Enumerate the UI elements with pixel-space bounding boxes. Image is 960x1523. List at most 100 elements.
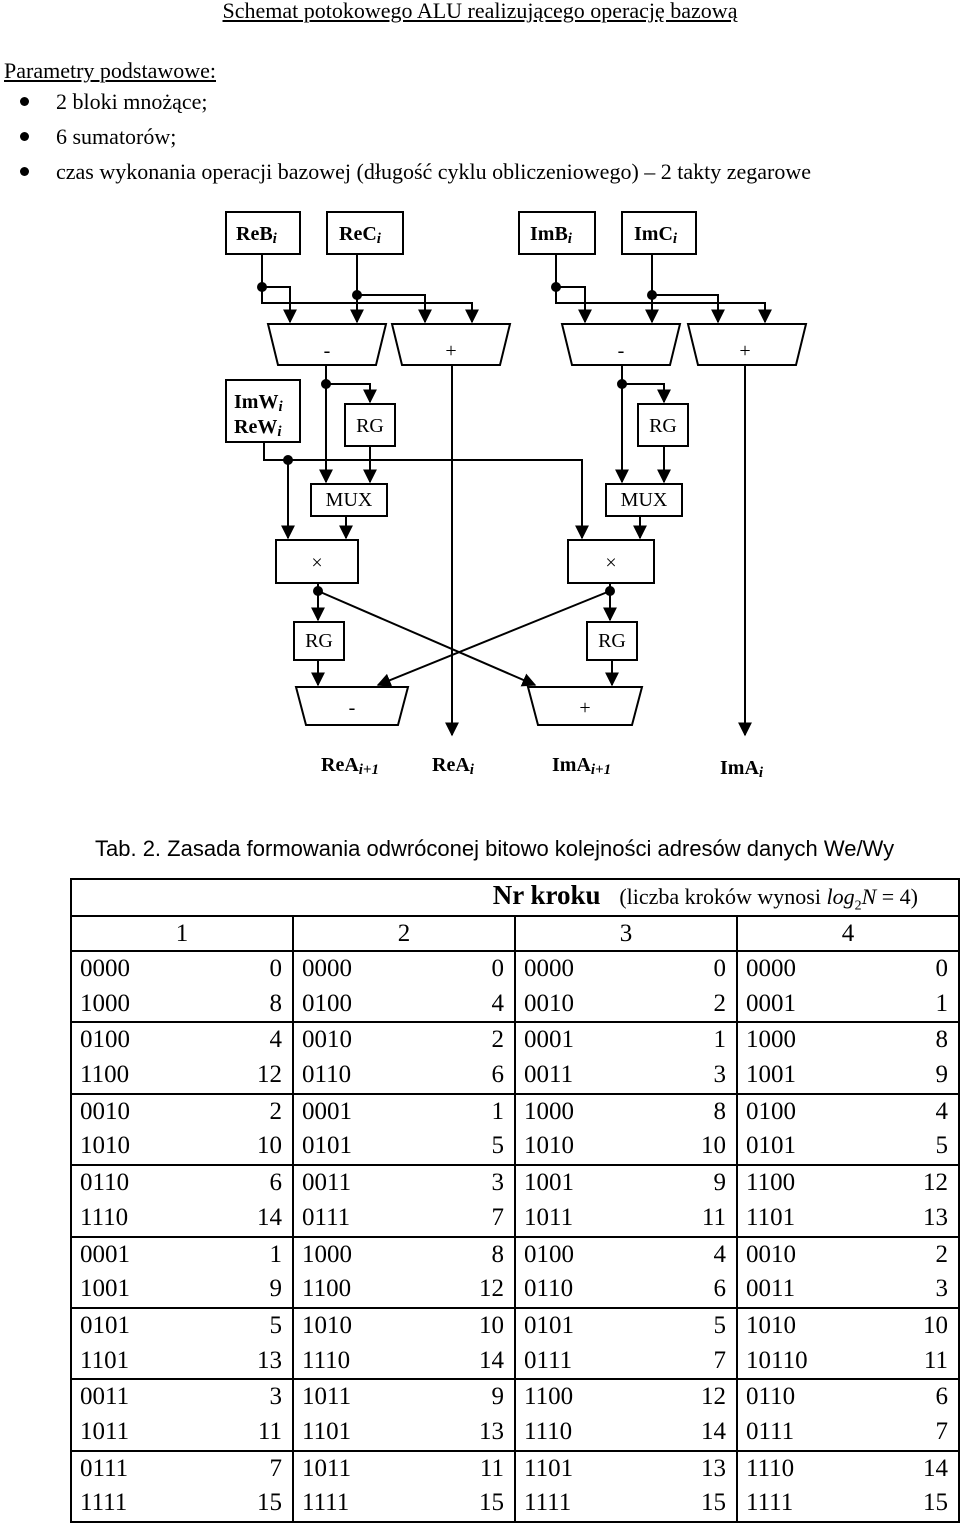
decimal-index: 11 [701, 1203, 726, 1231]
op-label: + [739, 340, 750, 362]
decimal-index: 3 [935, 1275, 949, 1303]
bullet-item: czas wykonania operacji bazowej (długość… [0, 154, 811, 189]
decimal-index: 6 [935, 1383, 949, 1411]
decimal-index: 13 [479, 1417, 504, 1445]
binary-address: 1100 [80, 1061, 130, 1089]
decimal-index: 15 [257, 1489, 282, 1517]
binary-address: 0011 [746, 1275, 796, 1303]
table-header: Nr kroku (liczba kroków wynosi log2N = 4… [70, 878, 960, 917]
binary-address: 1010 [746, 1311, 796, 1339]
binary-address: 0101 [524, 1311, 574, 1339]
decimal-index: 1 [491, 1097, 505, 1125]
decimal-index: 5 [713, 1311, 727, 1339]
binary-address: 0000 [80, 955, 130, 982]
cell-line: 0011 3 [738, 1272, 958, 1307]
input-label-imc: ImCi [634, 223, 678, 247]
decimal-index: 3 [713, 1061, 727, 1089]
binary-address: 0001 [524, 1026, 574, 1054]
decimal-index: 15 [701, 1489, 726, 1517]
decimal-index: 9 [713, 1169, 727, 1197]
input-label-reb: ReBi [236, 223, 278, 247]
binary-address: 1101 [746, 1203, 796, 1231]
binary-address: 0011 [524, 1061, 574, 1089]
subtractor-left [266, 323, 388, 366]
decimal-index: 10 [257, 1132, 282, 1160]
bullet-item: 2 bloki mnożące; [0, 84, 811, 119]
binary-address: 0011 [302, 1169, 352, 1197]
binary-address: 0000 [746, 955, 796, 982]
binary-address: 0111 [746, 1417, 795, 1445]
decimal-index: 1 [269, 1240, 283, 1268]
decimal-index: 6 [491, 1061, 505, 1089]
table-caption: Tab. 2. Zasada formowania odwróconej bit… [95, 836, 895, 861]
binary-address: 0110 [524, 1275, 574, 1303]
binary-address: 0001 [302, 1097, 352, 1125]
decimal-index: 5 [491, 1132, 505, 1160]
output-label-rea: ReAi [432, 754, 475, 778]
decimal-index: 1 [935, 989, 949, 1017]
binary-address: 0111 [80, 1454, 129, 1482]
decimal-index: 9 [269, 1275, 283, 1303]
decimal-index: 2 [935, 1240, 949, 1268]
mux-box [310, 483, 388, 517]
binary-address: 0110 [746, 1383, 796, 1411]
binary-address: 1000 [746, 1026, 796, 1054]
binary-address: 0101 [80, 1311, 130, 1339]
binary-address: 0111 [524, 1346, 573, 1374]
decimal-index: 11 [257, 1417, 282, 1445]
binary-address: 0010 [80, 1097, 130, 1125]
binary-address: 0001 [746, 989, 796, 1017]
binary-address: 0110 [302, 1061, 352, 1089]
decimal-index: 15 [923, 1489, 948, 1517]
rg-label: RG [356, 415, 384, 437]
alu-diagram: ReBi ReCi ImBi ImCi ImWi ReWi ReAi+1 ReA… [225, 211, 808, 781]
decimal-index: 8 [269, 989, 283, 1017]
decimal-index: 11 [923, 1346, 948, 1374]
subtractor-out [294, 686, 410, 726]
op-label: - [324, 340, 331, 362]
subtractor-right [560, 323, 682, 366]
decimal-index: 4 [491, 989, 505, 1017]
decimal-index: 2 [713, 989, 727, 1017]
cell-line: 0001 1 [738, 987, 958, 1022]
binary-address: 0100 [524, 1240, 574, 1268]
mult-label: × [311, 552, 322, 574]
binary-address: 1010 [524, 1132, 574, 1160]
decimal-index: 9 [935, 1061, 949, 1089]
binary-address: 1011 [80, 1417, 130, 1445]
binary-address: 1110 [80, 1203, 129, 1231]
